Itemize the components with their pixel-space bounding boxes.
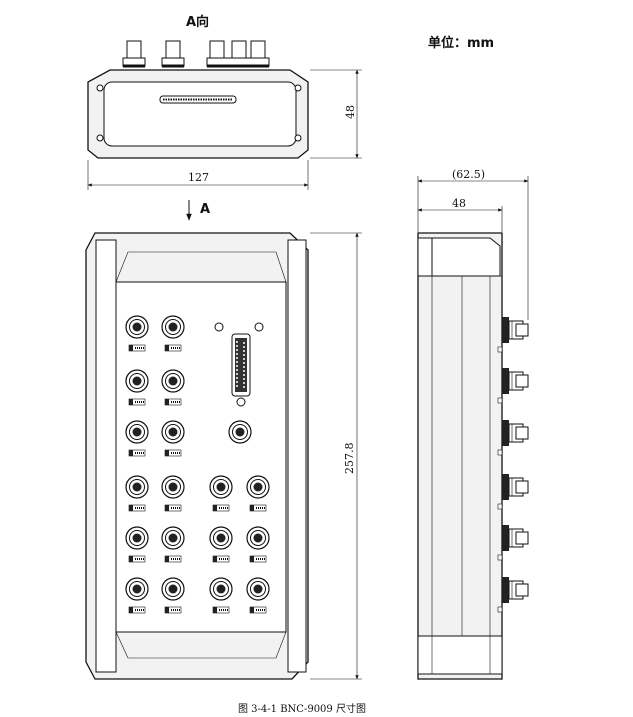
bnc-connector-16	[161, 577, 185, 614]
arrow-a-label: A	[200, 202, 210, 217]
side-bnc-1	[497, 317, 529, 353]
view-a-title: A向	[186, 14, 209, 30]
bnc-connector-11	[125, 526, 149, 563]
bnc-connector-13	[209, 526, 233, 563]
top-connectors	[122, 40, 270, 68]
front-height-dim: 257.8	[343, 443, 356, 475]
bnc-connector-3	[125, 369, 149, 406]
figure-caption: 图 3-4-1 BNC-9009 尺寸图	[238, 702, 366, 715]
side-bnc-connectors	[497, 317, 529, 613]
bnc-connector-5	[125, 420, 149, 457]
bnc-connector-4	[161, 369, 185, 406]
bnc-connector-2	[161, 315, 185, 352]
unit-label: 单位：mm	[428, 35, 494, 51]
front-view: 257.8	[85, 232, 362, 680]
bnc-connector-8	[161, 475, 185, 512]
side-overall-dim: (62.5)	[452, 168, 485, 181]
side-body-dim: 48	[452, 197, 466, 210]
bnc-connector-17	[209, 577, 233, 614]
bnc-connector-12	[161, 526, 185, 563]
bnc-connector-1	[125, 315, 149, 352]
bnc-connector-15	[125, 577, 149, 614]
top-width-dim: 127	[188, 171, 209, 184]
side-bnc-6	[497, 577, 529, 613]
bnc-connector-10	[246, 475, 270, 512]
bnc-connector-single	[228, 420, 252, 444]
side-bnc-2	[497, 368, 529, 404]
bnc-connector-grid	[125, 315, 270, 614]
side-bnc-5	[497, 525, 529, 561]
side-bnc-3	[497, 420, 529, 456]
view-arrow-a: A	[186, 200, 210, 221]
bnc-connector-9	[209, 475, 233, 512]
top-height-dim: 48	[344, 105, 357, 119]
side-bnc-4	[497, 474, 529, 510]
db-connector	[214, 322, 264, 407]
bnc-connector-18	[246, 577, 270, 614]
side-view: (62.5) 48	[417, 168, 529, 680]
top-view: A向 127 48	[87, 14, 362, 190]
bnc-connector-14	[246, 526, 270, 563]
bnc-connector-7	[125, 475, 149, 512]
bnc-connector-6	[161, 420, 185, 457]
